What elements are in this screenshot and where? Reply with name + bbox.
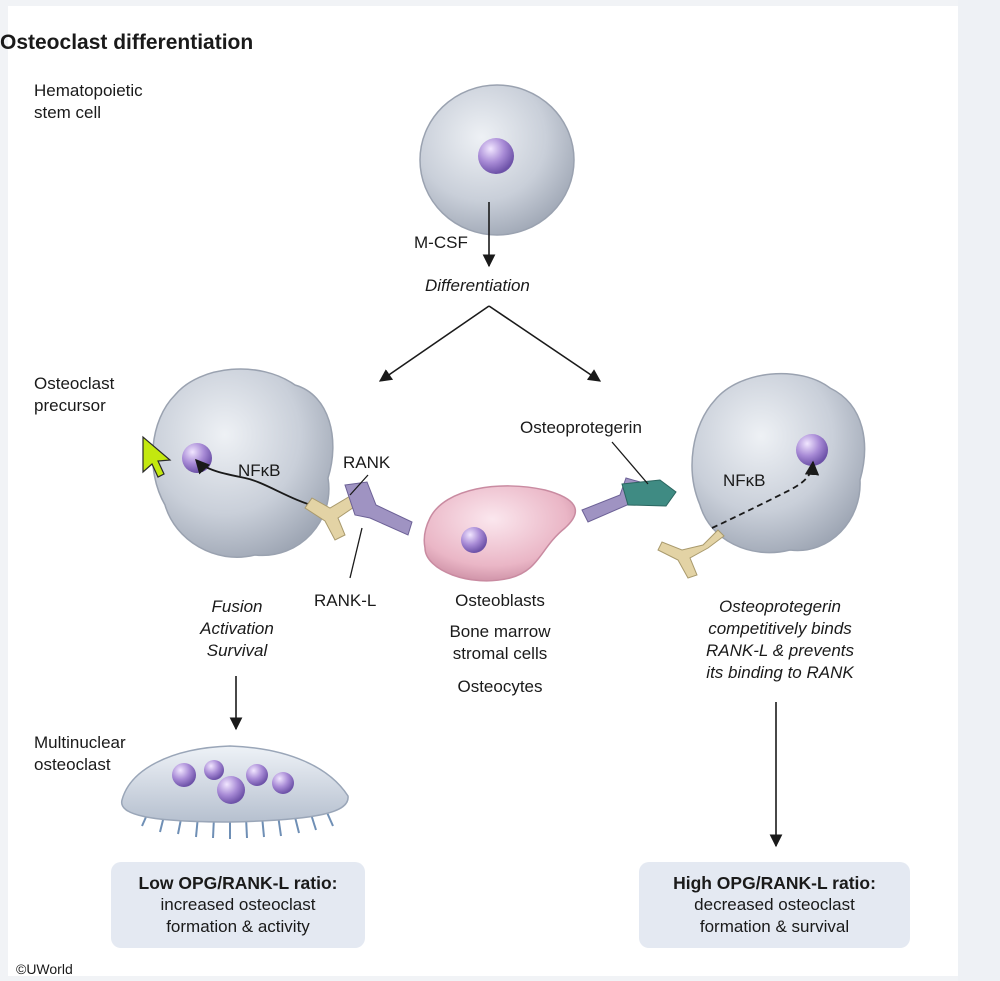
high-ratio-line2: formation & survival [699,917,850,936]
rank-receptor-right [657,529,725,579]
low-ratio-box: Low OPG/RANK-L ratio: increased osteocla… [111,862,365,948]
osteoprotegerin-label: Osteoprotegerin [520,418,642,437]
osteoprotegerin-molecule [621,479,677,507]
rankl-label: RANK-L [314,591,377,610]
copyright: ©UWorld [16,961,73,977]
stem-cell [419,84,575,236]
osteoblast-cell [423,485,577,582]
osteoblasts-label: Osteoblasts [455,591,545,610]
diagram-title: Osteoclast differentiation [0,31,254,54]
mouse-cursor [142,435,172,478]
high-ratio-box: High OPG/RANK-L ratio: decreased osteocl… [639,862,910,948]
nfkb-left-label: NFκB [238,461,281,480]
osteocytes-label: Osteocytes [457,677,543,696]
osteoclast-precursor-cell [151,368,334,558]
branch-arrow-right [488,305,602,382]
scroll-strip [958,0,1000,981]
nfkb-right-label: NFκB [723,471,766,490]
mcsf-label: M-CSF [414,233,468,252]
branch-arrow-left [378,305,490,382]
rank-label: RANK [343,453,391,472]
low-ratio-title: Low OPG/RANK-L ratio: [138,873,338,893]
low-ratio-line1: increased osteoclast [160,895,316,914]
multinuclear-osteoclast [121,745,349,839]
low-ratio-line2: formation & activity [166,917,310,936]
rankl-ligand-left [344,481,413,536]
osteoclast-precursor-cell-right [691,372,866,554]
rank-receptor-left [304,494,361,541]
high-ratio-line1: decreased osteoclast [694,895,855,914]
high-ratio-title: High OPG/RANK-L ratio: [673,873,876,893]
differentiation-label: Differentiation [425,276,530,295]
